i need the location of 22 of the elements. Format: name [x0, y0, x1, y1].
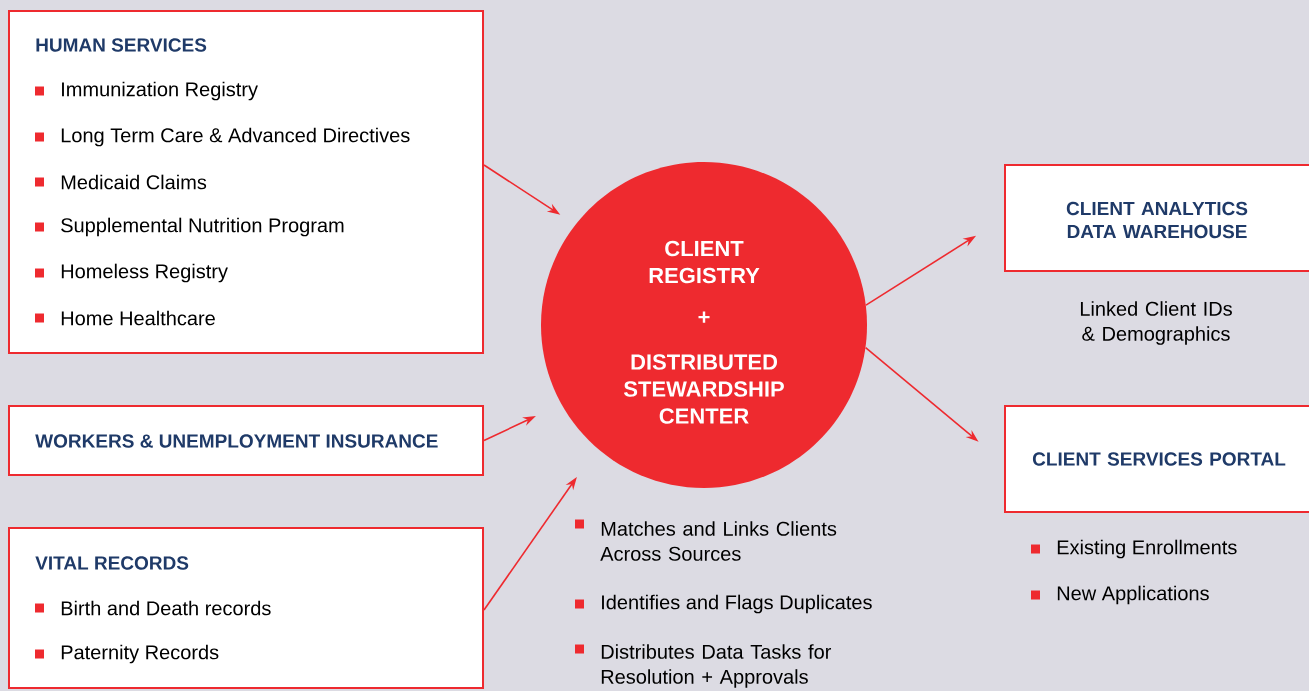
- circle-label: DISTRIBUTED STEWARDSHIP CENTER: [623, 354, 784, 424]
- list-item: Identifies and Flags Duplicates: [602, 594, 872, 614]
- circle-label: CLIENT REGISTRY: [649, 240, 760, 284]
- circle-label: +: [698, 311, 710, 323]
- heading: WORKERS & UNEMPLOYMENT INSURANCE: [35, 434, 438, 448]
- list-item: Birth and Death records: [61, 600, 271, 616]
- list-item: Homeless Registry: [61, 263, 228, 283]
- list-item: Existing Enrollments: [1057, 539, 1237, 559]
- list-item: Home Healthcare: [61, 310, 215, 326]
- list-item: Long Term Care & Advanced Directives: [61, 127, 410, 147]
- list-item: Distributes Data Tasks for Resolution + Approvals: [601, 644, 832, 688]
- heading: CLIENT ANALYTICS DATA WAREHOUSE: [1066, 201, 1248, 239]
- list-item: Immunization Registry: [62, 81, 258, 101]
- heading: VITAL RECORDS: [35, 556, 189, 570]
- note: Linked Client IDs & Demographics: [1080, 301, 1232, 345]
- list-item: Supplemental Nutrition Program: [61, 217, 344, 237]
- list-item: Matches and Links Clients Across Sources: [600, 521, 837, 561]
- heading: HUMAN SERVICES: [36, 38, 207, 52]
- list-item: Medicaid Claims: [61, 174, 207, 190]
- list-item: Paternity Records: [61, 644, 219, 664]
- list-item: New Applications: [1057, 585, 1209, 605]
- heading: CLIENT SERVICES PORTAL: [1032, 452, 1286, 466]
